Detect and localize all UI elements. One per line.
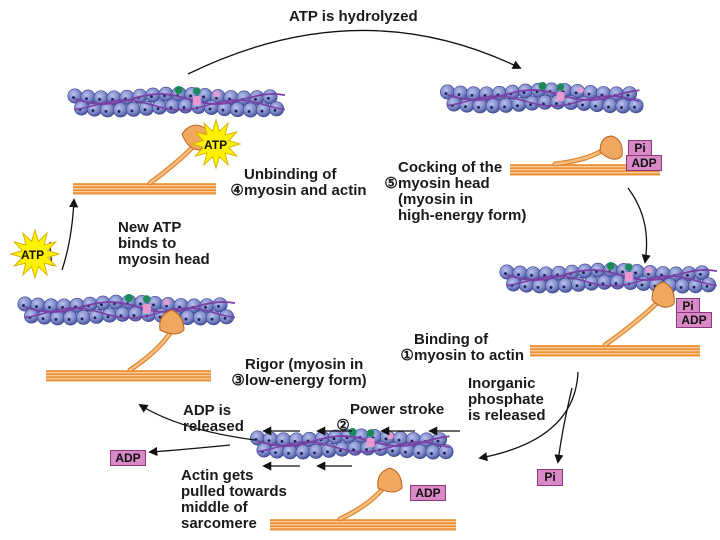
atp-star-bound bbox=[190, 118, 242, 170]
adp-box-bound: ADP bbox=[676, 312, 712, 328]
adp-released-note: ADP is released bbox=[183, 402, 244, 435]
actin-filament-power bbox=[250, 428, 454, 460]
adp-box-cocked: ADP bbox=[626, 155, 662, 171]
step-5-number: ⑤ bbox=[384, 175, 398, 192]
myosin-filament-cocking bbox=[510, 135, 660, 176]
arrow-pi-release bbox=[554, 387, 573, 464]
step-3-text: Rigor (myosin in low-energy form) bbox=[245, 356, 367, 389]
new-atp-note: New ATP binds to myosin head bbox=[118, 219, 210, 268]
step-2-number: ② bbox=[336, 417, 350, 434]
step-4-text: Unbinding of myosin and actin bbox=[244, 166, 367, 199]
myosin-filament-rigor bbox=[46, 309, 211, 382]
step-4-unbinding: ④ Unbinding of myosin and actin bbox=[222, 167, 366, 215]
myosin-filament-unbinding bbox=[73, 124, 216, 195]
arrow-rigor-to-unbinding bbox=[61, 198, 79, 271]
step-5-text: Cocking of the myosin head (myosin in hi… bbox=[398, 159, 527, 224]
step-2-power: ② Power stroke bbox=[328, 402, 444, 450]
step-3-number: ③ bbox=[231, 372, 245, 389]
actin-pulled-note: Actin gets pulled towards middle of sarc… bbox=[181, 467, 287, 532]
actin-filament-binding bbox=[499, 262, 718, 294]
step-5-cocking: ⑤ Cocking of the myosin head (myosin in … bbox=[376, 160, 526, 224]
arrow-atp-hydrolyzed bbox=[187, 29, 522, 75]
atp-tag-bound: ATP bbox=[204, 138, 228, 152]
step-1-text: Binding of myosin to actin bbox=[414, 331, 525, 364]
arrow-power-to-rigor bbox=[138, 404, 256, 441]
arrow-adp-release bbox=[148, 444, 231, 457]
atp-star-free bbox=[9, 228, 61, 280]
adp-box-released: ADP bbox=[110, 450, 146, 466]
myosin-filament-binding bbox=[530, 281, 700, 357]
adp-box-power: ADP bbox=[410, 485, 446, 501]
actin-filament-rigor bbox=[17, 294, 236, 326]
step-3-rigor: ③ Rigor (myosin in low-energy form) bbox=[223, 357, 366, 405]
phosphate-released-note: Inorganic phosphate is released bbox=[468, 375, 546, 424]
step-4-number: ④ bbox=[230, 182, 244, 199]
atp-hydrolyzed-label: ATP is hydrolyzed bbox=[289, 8, 418, 25]
step-1-number: ① bbox=[400, 347, 414, 364]
actin-filament-unbinding bbox=[67, 86, 286, 118]
arrow-binding-to-power bbox=[478, 371, 579, 462]
step-1-binding: ① Binding of myosin to actin bbox=[392, 332, 524, 380]
myosin-filament-power bbox=[270, 467, 456, 531]
pi-box-released: Pi bbox=[537, 469, 563, 486]
atp-tag-free: ATP bbox=[21, 248, 45, 262]
step-2-text: Power stroke bbox=[350, 401, 445, 418]
actin-filament-cocking bbox=[439, 82, 644, 114]
power-stroke-arrows bbox=[262, 426, 460, 471]
arrow-cocking-to-binding bbox=[627, 187, 651, 264]
pi-box-cocked: Pi bbox=[628, 140, 652, 156]
